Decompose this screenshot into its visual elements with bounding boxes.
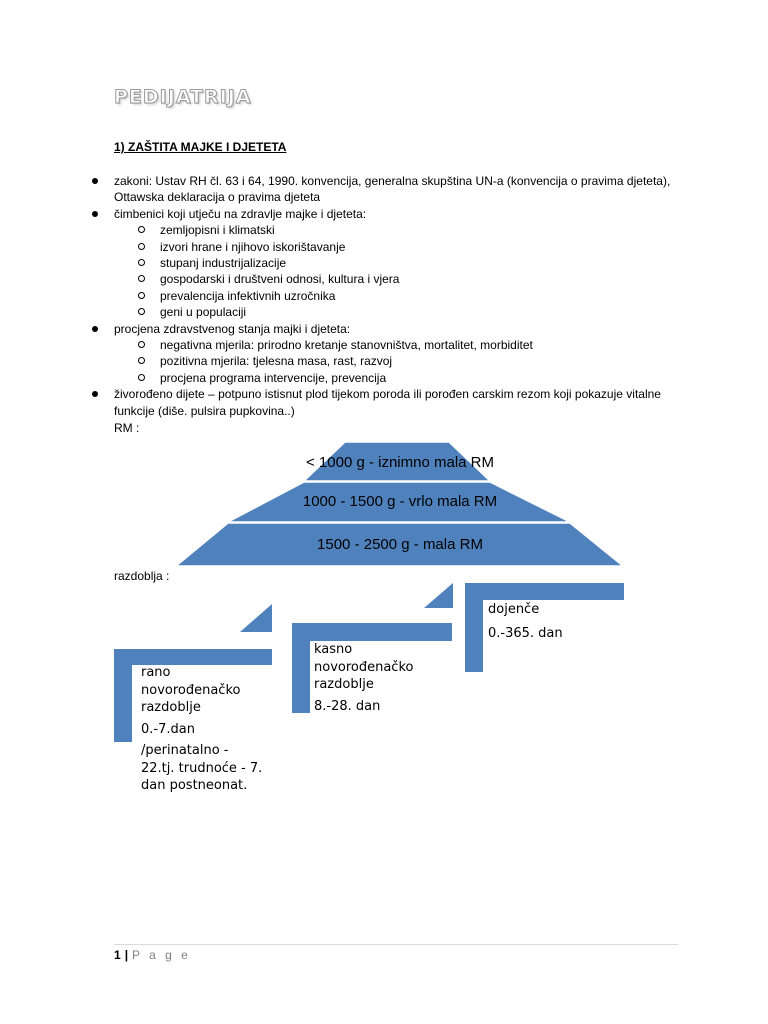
period-line: kasno	[314, 642, 353, 657]
page-separator: |	[124, 948, 129, 962]
sub-list: negativna mjerila: prirodno kretanje sta…	[114, 337, 690, 386]
period-dojence-text: dojenče 0.-365. dan	[488, 601, 563, 642]
pyramid-top-tier	[302, 441, 492, 482]
page-footer: 1|P a g e	[114, 948, 191, 962]
period-line: 0.-7.dan	[141, 721, 195, 737]
period-line: dan postneonat.	[141, 778, 248, 793]
pyramid-bottom-label: 1500 - 2500 g - mala RM	[317, 536, 483, 553]
step-triangle	[240, 604, 272, 632]
sub-item: zemljopisni i klimatski	[114, 222, 690, 238]
sub-item: izvori hrane i njihovo iskorištavanje	[114, 239, 690, 255]
sub-item: procjena programa intervencije, prevenci…	[114, 370, 690, 386]
footer-divider	[114, 944, 678, 945]
period-line: 8.-28. dan	[314, 698, 381, 714]
pyramid-middle-tier	[227, 481, 571, 523]
sub-item: negativna mjerila: prirodno kretanje sta…	[114, 337, 690, 353]
period-line: /perinatalno -	[141, 743, 229, 758]
bullet-item: zakoni: Ustav RH čl. 63 i 64, 1990. konv…	[90, 173, 690, 206]
bullet-text: čimbenici koji utječu na zdravlje majke …	[114, 206, 367, 221]
sub-item: stupanj industrijalizacije	[114, 255, 690, 271]
period-bracket-rano	[114, 649, 272, 742]
bullet-text: živorođeno dijete – potpuno istisnut plo…	[114, 387, 661, 418]
sub-item: geni u populaciji	[114, 304, 690, 320]
section-heading: 1) ZAŠTITA MAJKE I DJETETA	[114, 140, 287, 154]
rm-label: RM :	[114, 421, 140, 435]
sub-list: zemljopisni i klimatski izvori hrane i n…	[114, 222, 690, 320]
period-line: novorođenačko	[141, 682, 241, 698]
pyramid-top-label: < 1000 g - iznimno mala RM	[306, 454, 494, 471]
period-line: razdoblje	[141, 700, 201, 715]
period-line: dojenče	[488, 602, 540, 617]
period-line: 22.tj. trudnoće - 7.	[141, 760, 263, 776]
razdoblja-label: razdoblja :	[114, 569, 170, 583]
period-bracket-kasno	[292, 623, 452, 713]
period-line: 0.-365. dan	[488, 625, 563, 641]
bullet-text: procjena zdravstvenog stanja majki i dje…	[114, 321, 351, 336]
period-bracket-dojence	[465, 583, 624, 672]
pyramid-bottom-tier	[173, 522, 626, 567]
bullet-item: procjena zdravstvenog stanja majki i dje…	[90, 321, 690, 387]
bullet-list: zakoni: Ustav RH čl. 63 i 64, 1990. konv…	[90, 173, 690, 419]
page-number: 1	[114, 948, 121, 962]
bullet-item: čimbenici koji utječu na zdravlje majke …	[90, 206, 690, 321]
period-line: novorođenačko	[314, 659, 414, 675]
bullet-text: zakoni: Ustav RH čl. 63 i 64, 1990. konv…	[114, 174, 671, 205]
sub-item: prevalencija infektivnih uzročnika	[114, 288, 690, 304]
sub-item: pozitivna mjerila: tjelesna masa, rast, …	[114, 353, 690, 369]
sub-item: gospodarski i društveni odnosi, kultura …	[114, 271, 690, 287]
period-rano-text: rano novorođenačko razdoblje 0.-7.dan /p…	[141, 664, 262, 795]
period-line: rano	[141, 665, 171, 680]
step-triangle	[424, 583, 453, 608]
page-word: P a g e	[132, 948, 191, 962]
document-title: PEDIJATRIJA	[113, 86, 252, 109]
period-line: razdoblje	[314, 677, 374, 692]
bullet-item: živorođeno dijete – potpuno istisnut plo…	[90, 386, 690, 419]
period-kasno-text: kasno novorođenačko razdoblje 8.-28. dan	[314, 641, 413, 715]
pyramid-middle-label: 1000 - 1500 g - vrlo mala RM	[302, 493, 498, 510]
